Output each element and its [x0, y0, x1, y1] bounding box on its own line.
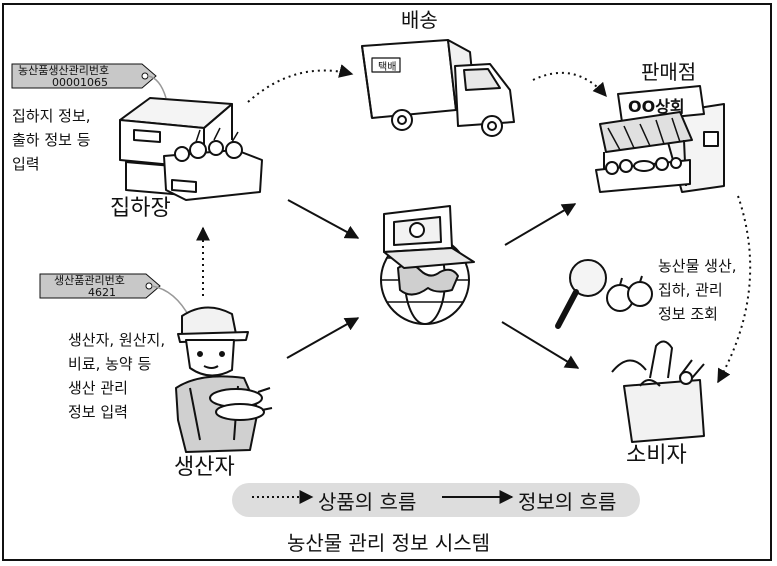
node-label-store: 판매점: [641, 60, 697, 84]
produce-crates-icon: [119, 97, 263, 201]
goods-flow-arrows: [196, 64, 752, 384]
arrow-system-to-store: [504, 203, 577, 246]
note-collection-line: 집하지 정보,: [12, 107, 91, 125]
node-label-collection: 집하장: [110, 196, 171, 221]
note-collection-line: 출하 정보 등: [12, 131, 91, 149]
delivery-truck-icon: [361, 39, 515, 137]
storefront-icon: [595, 85, 725, 193]
tag-farmer-shape: [39, 273, 191, 319]
arrow-collection-to-truck: [247, 64, 354, 103]
magnifier-icon: [555, 259, 607, 329]
arrow-farmer-to-system: [286, 317, 360, 359]
note-collection: 집하지 정보, 출하 정보 등 입력: [12, 104, 91, 176]
store-sign-text: OO상회: [628, 97, 685, 116]
note-farmer: 생산자, 원산지, 비료, 농약 등 생산 관리 정보 입력: [68, 328, 165, 424]
note-farmer-line: 생산자, 원산지,: [68, 331, 166, 349]
node-label-consumer: 소비자: [626, 443, 687, 468]
note-consumer-line: 정보 조회: [658, 305, 718, 323]
diagram-caption: 농산물 관리 정보 시스템: [286, 531, 491, 555]
arrow-truck-to-store: [532, 71, 607, 98]
tag-collection-shape: [11, 63, 167, 99]
tag-farmer-line1: 생산품관리번호: [54, 274, 125, 287]
legend-goods-flow-label: 상품의 흐름: [318, 490, 417, 514]
tag-collection-line1: 농산품생산관리번호: [18, 64, 110, 77]
note-consumer-line: 집하, 관리: [658, 281, 723, 299]
arrow-system-to-consumer: [501, 321, 580, 369]
arrow-collection-to-system: [287, 199, 360, 239]
note-farmer-line: 비료, 농약 등: [68, 355, 152, 373]
farmer-icon: [175, 306, 273, 453]
note-consumer: 농산물 생산, 집하, 관리 정보 조회: [658, 254, 737, 326]
node-label-delivery: 배송: [401, 8, 438, 32]
fruit-icon: [606, 275, 653, 312]
note-farmer-line: 정보 입력: [68, 403, 128, 421]
legend-info-flow-label: 정보의 흐름: [518, 490, 617, 514]
tag-farmer-line2: 4621: [88, 286, 116, 299]
diagram-frame: [2, 3, 772, 561]
shopping-bag-icon: [611, 340, 705, 443]
note-farmer-line: 생산 관리: [68, 379, 128, 397]
note-consumer-line: 농산물 생산,: [658, 257, 737, 275]
globe-laptop-icon: [380, 205, 475, 325]
truck-side-text: 택배: [378, 61, 396, 73]
node-label-farmer: 생산자: [174, 455, 235, 480]
note-collection-line: 입력: [12, 155, 40, 173]
info-flow-arrows: [286, 199, 580, 369]
tag-collection-line2: 00001065: [52, 76, 108, 89]
